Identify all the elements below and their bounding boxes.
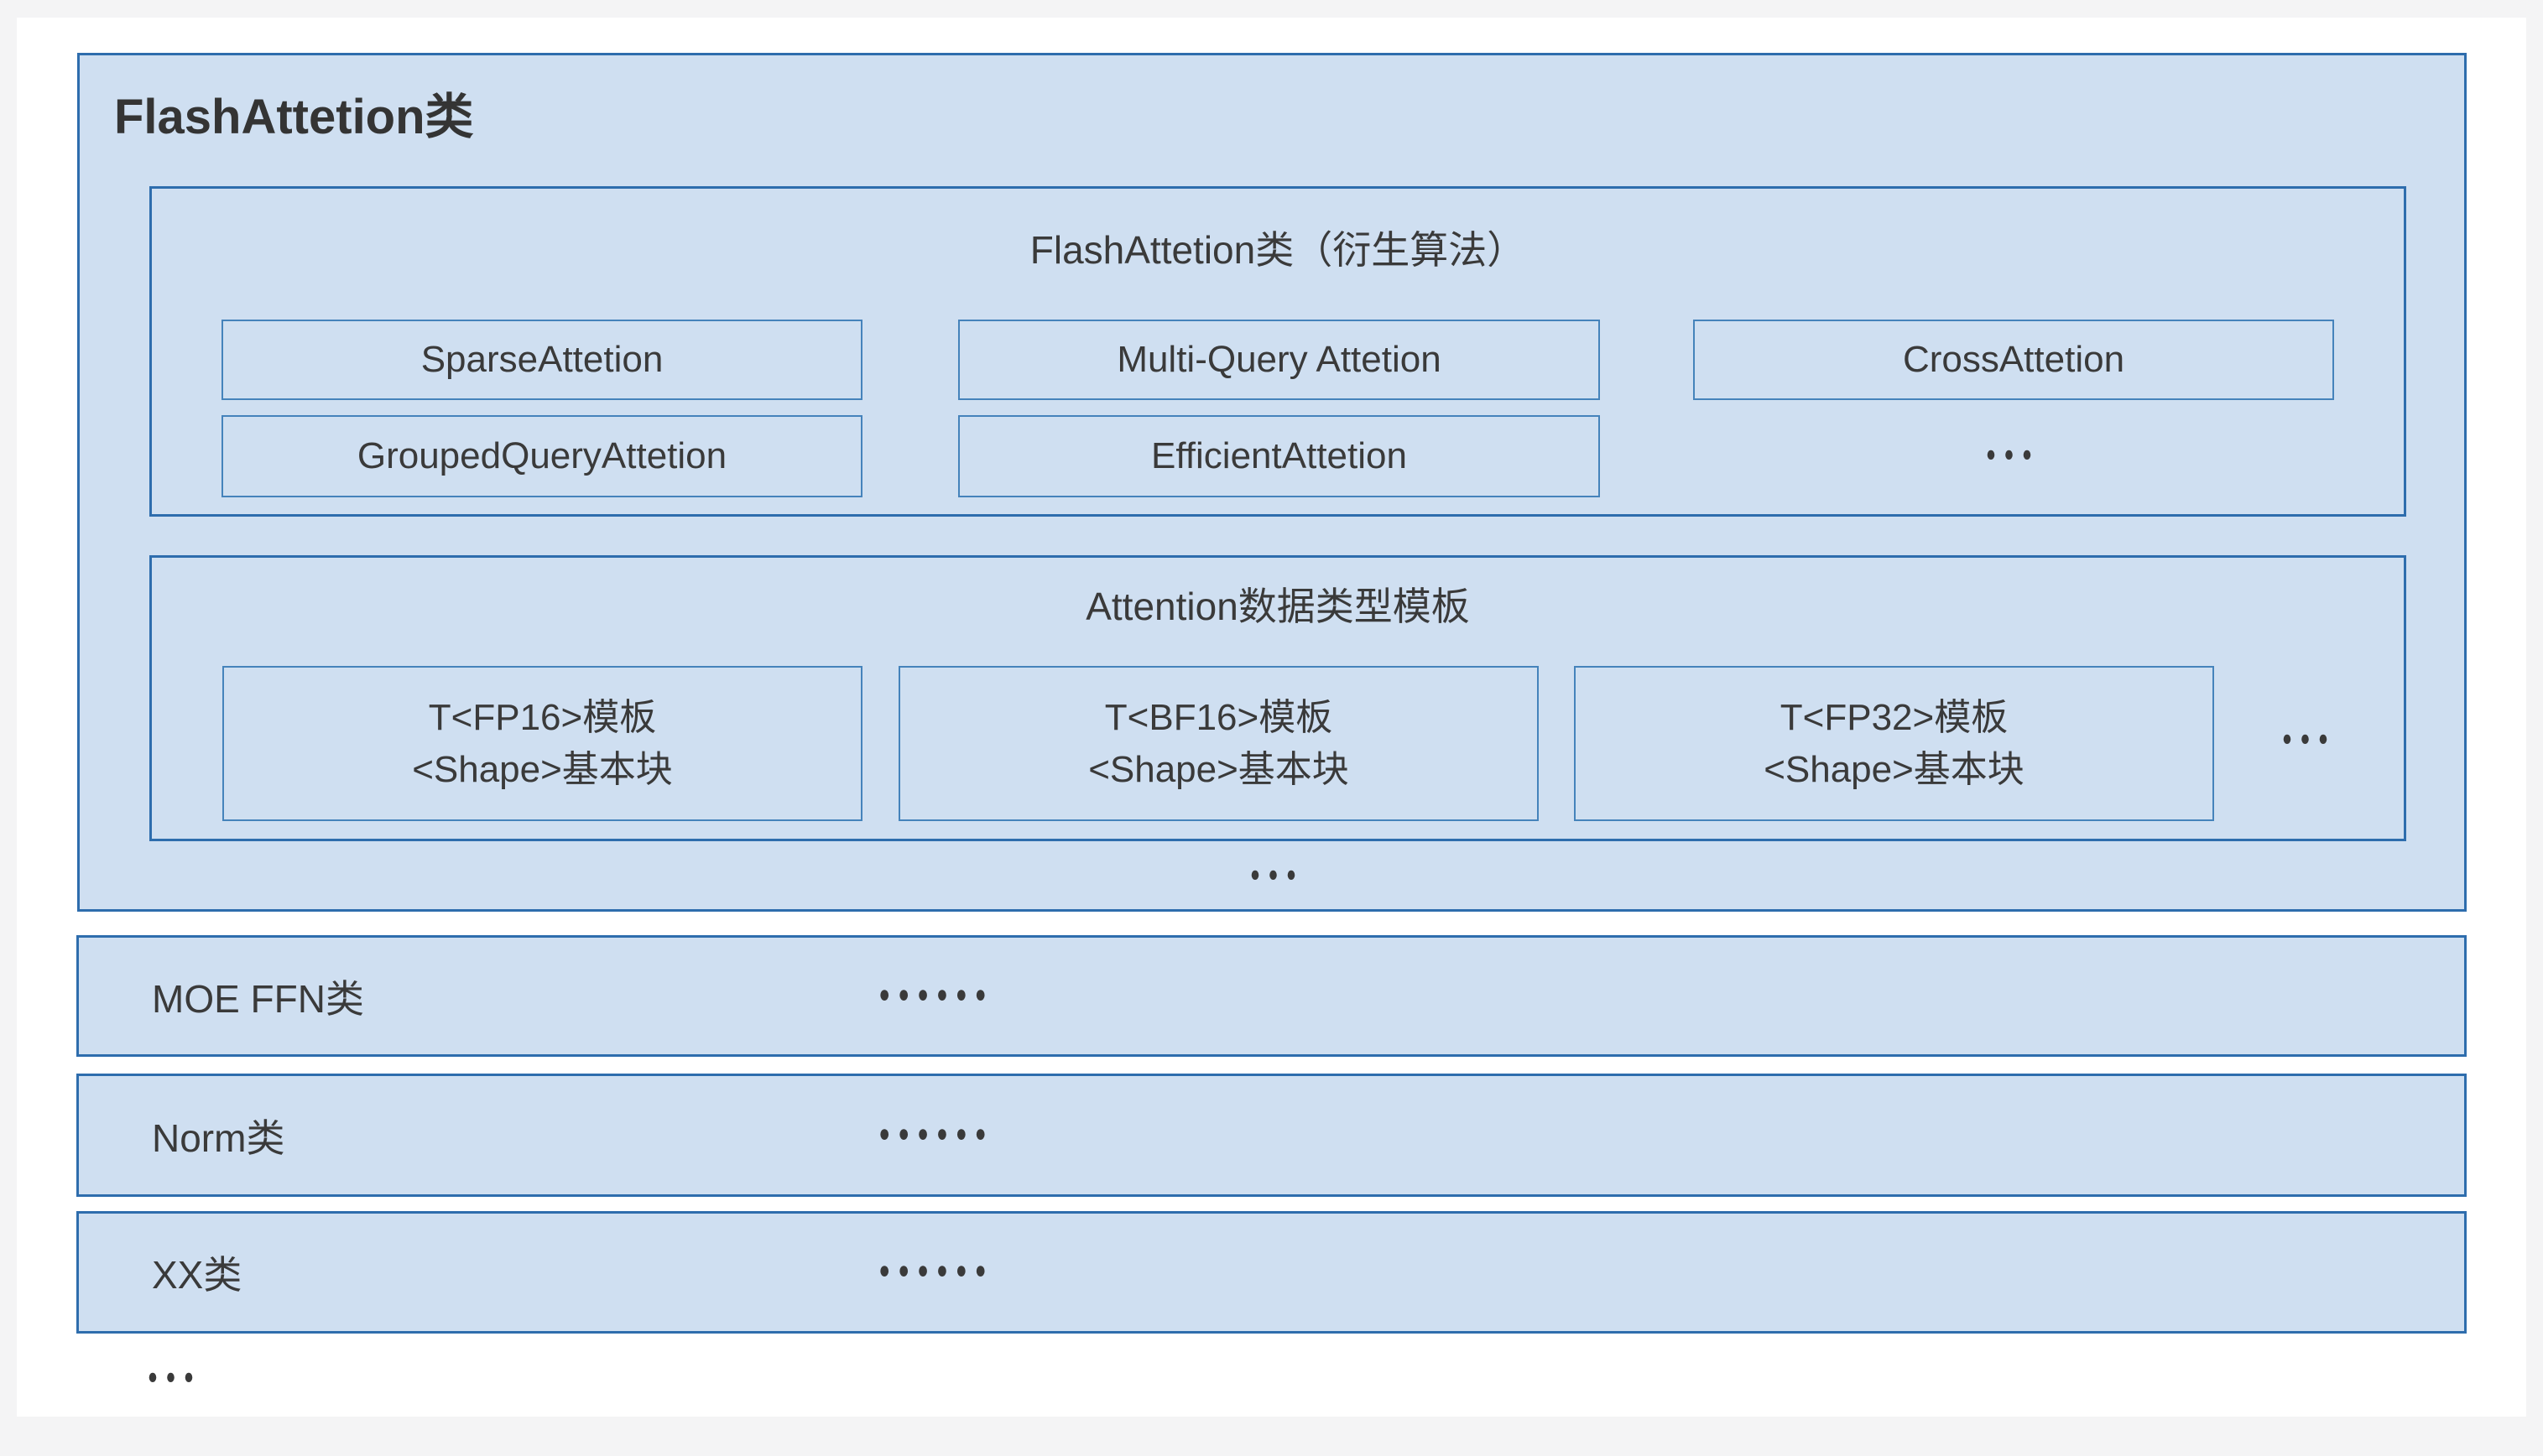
flashattention-class-title: FlashAttetion类 — [114, 90, 474, 144]
cell-sparse-attention: SparseAttetion — [221, 320, 862, 400]
row-xx-class: XX类 •••••• — [76, 1211, 2467, 1334]
template-fp16-line2: <Shape>基本块 — [412, 748, 673, 790]
cell-cross-attention: CrossAttetion — [1693, 320, 2334, 400]
cell-efficient-attention: EfficientAttetion — [958, 415, 1600, 497]
row-norm-class: Norm类 •••••• — [76, 1074, 2467, 1197]
row-xx-label: XX类 — [152, 1253, 242, 1297]
template-fp32-line1: T<FP32>模板 — [1780, 696, 2009, 738]
datatype-template-box: Attention数据类型模板 T<FP16>模板 <Shape>基本块 T<B… — [149, 555, 2406, 841]
template-bf16-line2: <Shape>基本块 — [1088, 748, 1349, 790]
template-fp32-line2: <Shape>基本块 — [1764, 748, 2024, 790]
ellipsis-derived-more: ••• — [1986, 437, 2041, 474]
cell-multi-query-attention: Multi-Query Attetion — [958, 320, 1600, 400]
ellipsis-mainclass-more: ••• — [1250, 857, 1305, 894]
template-bf16-line1: T<BF16>模板 — [1104, 696, 1333, 738]
cell-template-fp16: T<FP16>模板 <Shape>基本块 — [222, 666, 862, 821]
row-moe-ffn-class: MOE FFN类 •••••• — [76, 935, 2467, 1057]
row-norm-label: Norm类 — [152, 1115, 285, 1160]
row-moe-ffn-label: MOE FFN类 — [152, 976, 364, 1021]
ellipsis-moe-ffn: •••••• — [879, 975, 995, 1017]
template-fp16-line1: T<FP16>模板 — [428, 696, 657, 738]
ellipsis-template-more: ••• — [2282, 721, 2337, 758]
datatype-template-title: Attention数据类型模板 — [1086, 585, 1470, 628]
cell-template-bf16: T<BF16>模板 <Shape>基本块 — [899, 666, 1539, 821]
ellipsis-norm: •••••• — [879, 1114, 995, 1156]
derived-algorithms-box: FlashAttetion类（衍生算法） SparseAttetion Mult… — [149, 186, 2406, 517]
derived-algorithms-title: FlashAttetion类（衍生算法） — [1029, 228, 1526, 272]
cell-template-fp32: T<FP32>模板 <Shape>基本块 — [1574, 666, 2214, 821]
diagram-panel: FlashAttetion类 FlashAttetion类（衍生算法） Spar… — [17, 18, 2526, 1417]
ellipsis-bottom-more: ••• — [148, 1360, 203, 1396]
cell-grouped-query-attention: GroupedQueryAttetion — [221, 415, 862, 497]
flashattention-class-box: FlashAttetion类 FlashAttetion类（衍生算法） Spar… — [77, 53, 2467, 912]
ellipsis-xx: •••••• — [879, 1251, 995, 1293]
